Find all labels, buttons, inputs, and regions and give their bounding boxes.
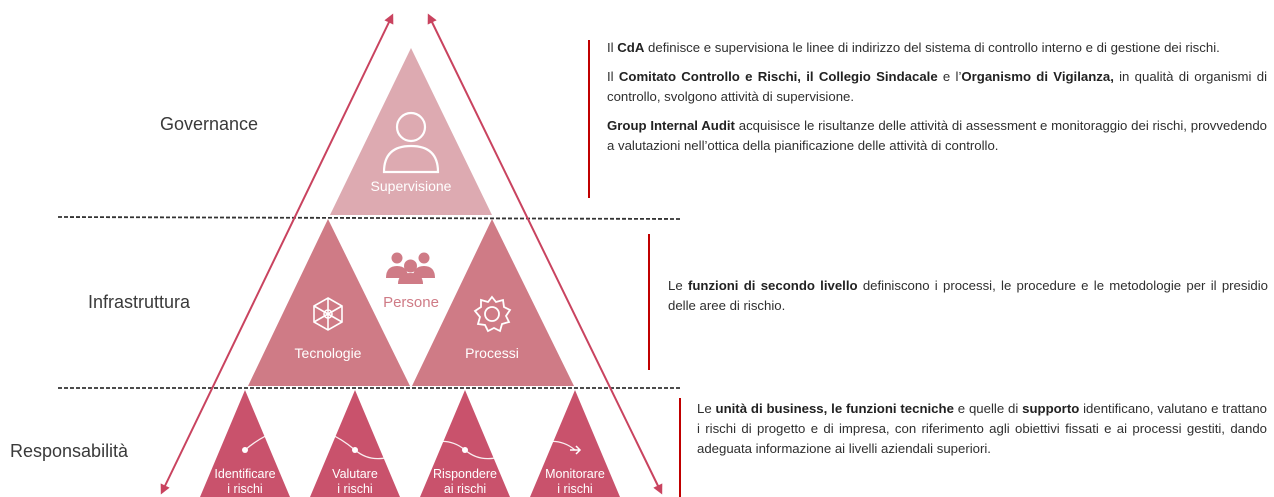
step-dot-3 bbox=[462, 447, 468, 453]
infrastructure-description: Le funzioni di secondo livello definisco… bbox=[668, 276, 1268, 325]
tecnologie-label: Tecnologie bbox=[295, 345, 362, 361]
step-3-line1: Rispondere bbox=[433, 467, 497, 481]
step-3-line2: ai rischi bbox=[444, 482, 486, 496]
process-flow-line bbox=[244, 426, 576, 460]
right-arrow bbox=[427, 13, 663, 495]
step-4-line1: Monitorare bbox=[545, 467, 605, 481]
persone-label: Persone bbox=[383, 294, 439, 311]
description-paragraph: Il Comitato Controllo e Rischi, il Colle… bbox=[607, 69, 1267, 104]
responsibility-description: Le unità di business, le funzioni tecnic… bbox=[697, 399, 1267, 468]
description-paragraph: Le funzioni di secondo livello definisco… bbox=[668, 278, 1269, 313]
description-paragraph: Il CdA definisce e supervisiona le linee… bbox=[607, 40, 1220, 55]
step-dot-2 bbox=[352, 447, 358, 453]
step-1-line2: i rischi bbox=[227, 482, 262, 496]
step-2-line2: i rischi bbox=[337, 482, 372, 496]
level-label-governance: Governance bbox=[160, 114, 259, 134]
level-label-infrastructure: Infrastruttura bbox=[88, 292, 191, 312]
step-dot-1 bbox=[242, 447, 248, 453]
step-4-line2: i rischi bbox=[557, 482, 592, 496]
infrastructure-accent-bar bbox=[648, 234, 650, 370]
governance-accent-bar bbox=[588, 40, 590, 198]
step-2-line1: Valutare bbox=[332, 467, 378, 481]
step-1-line1: Identificare bbox=[214, 467, 275, 481]
left-arrow bbox=[160, 13, 394, 495]
responsibility-accent-bar bbox=[679, 398, 681, 497]
separator-line-top bbox=[57, 216, 681, 220]
supervisione-label: Supervisione bbox=[371, 178, 452, 194]
governance-description: Il CdA definisce e supervisiona le linee… bbox=[607, 38, 1267, 165]
description-paragraph: Group Internal Audit acquisisce le risul… bbox=[607, 118, 1267, 153]
level-label-responsibility: Responsabilità bbox=[10, 441, 129, 461]
processi-label: Processi bbox=[465, 345, 519, 361]
people-icon bbox=[386, 252, 435, 284]
description-paragraph: Le unità di business, le funzioni tecnic… bbox=[697, 401, 1267, 456]
